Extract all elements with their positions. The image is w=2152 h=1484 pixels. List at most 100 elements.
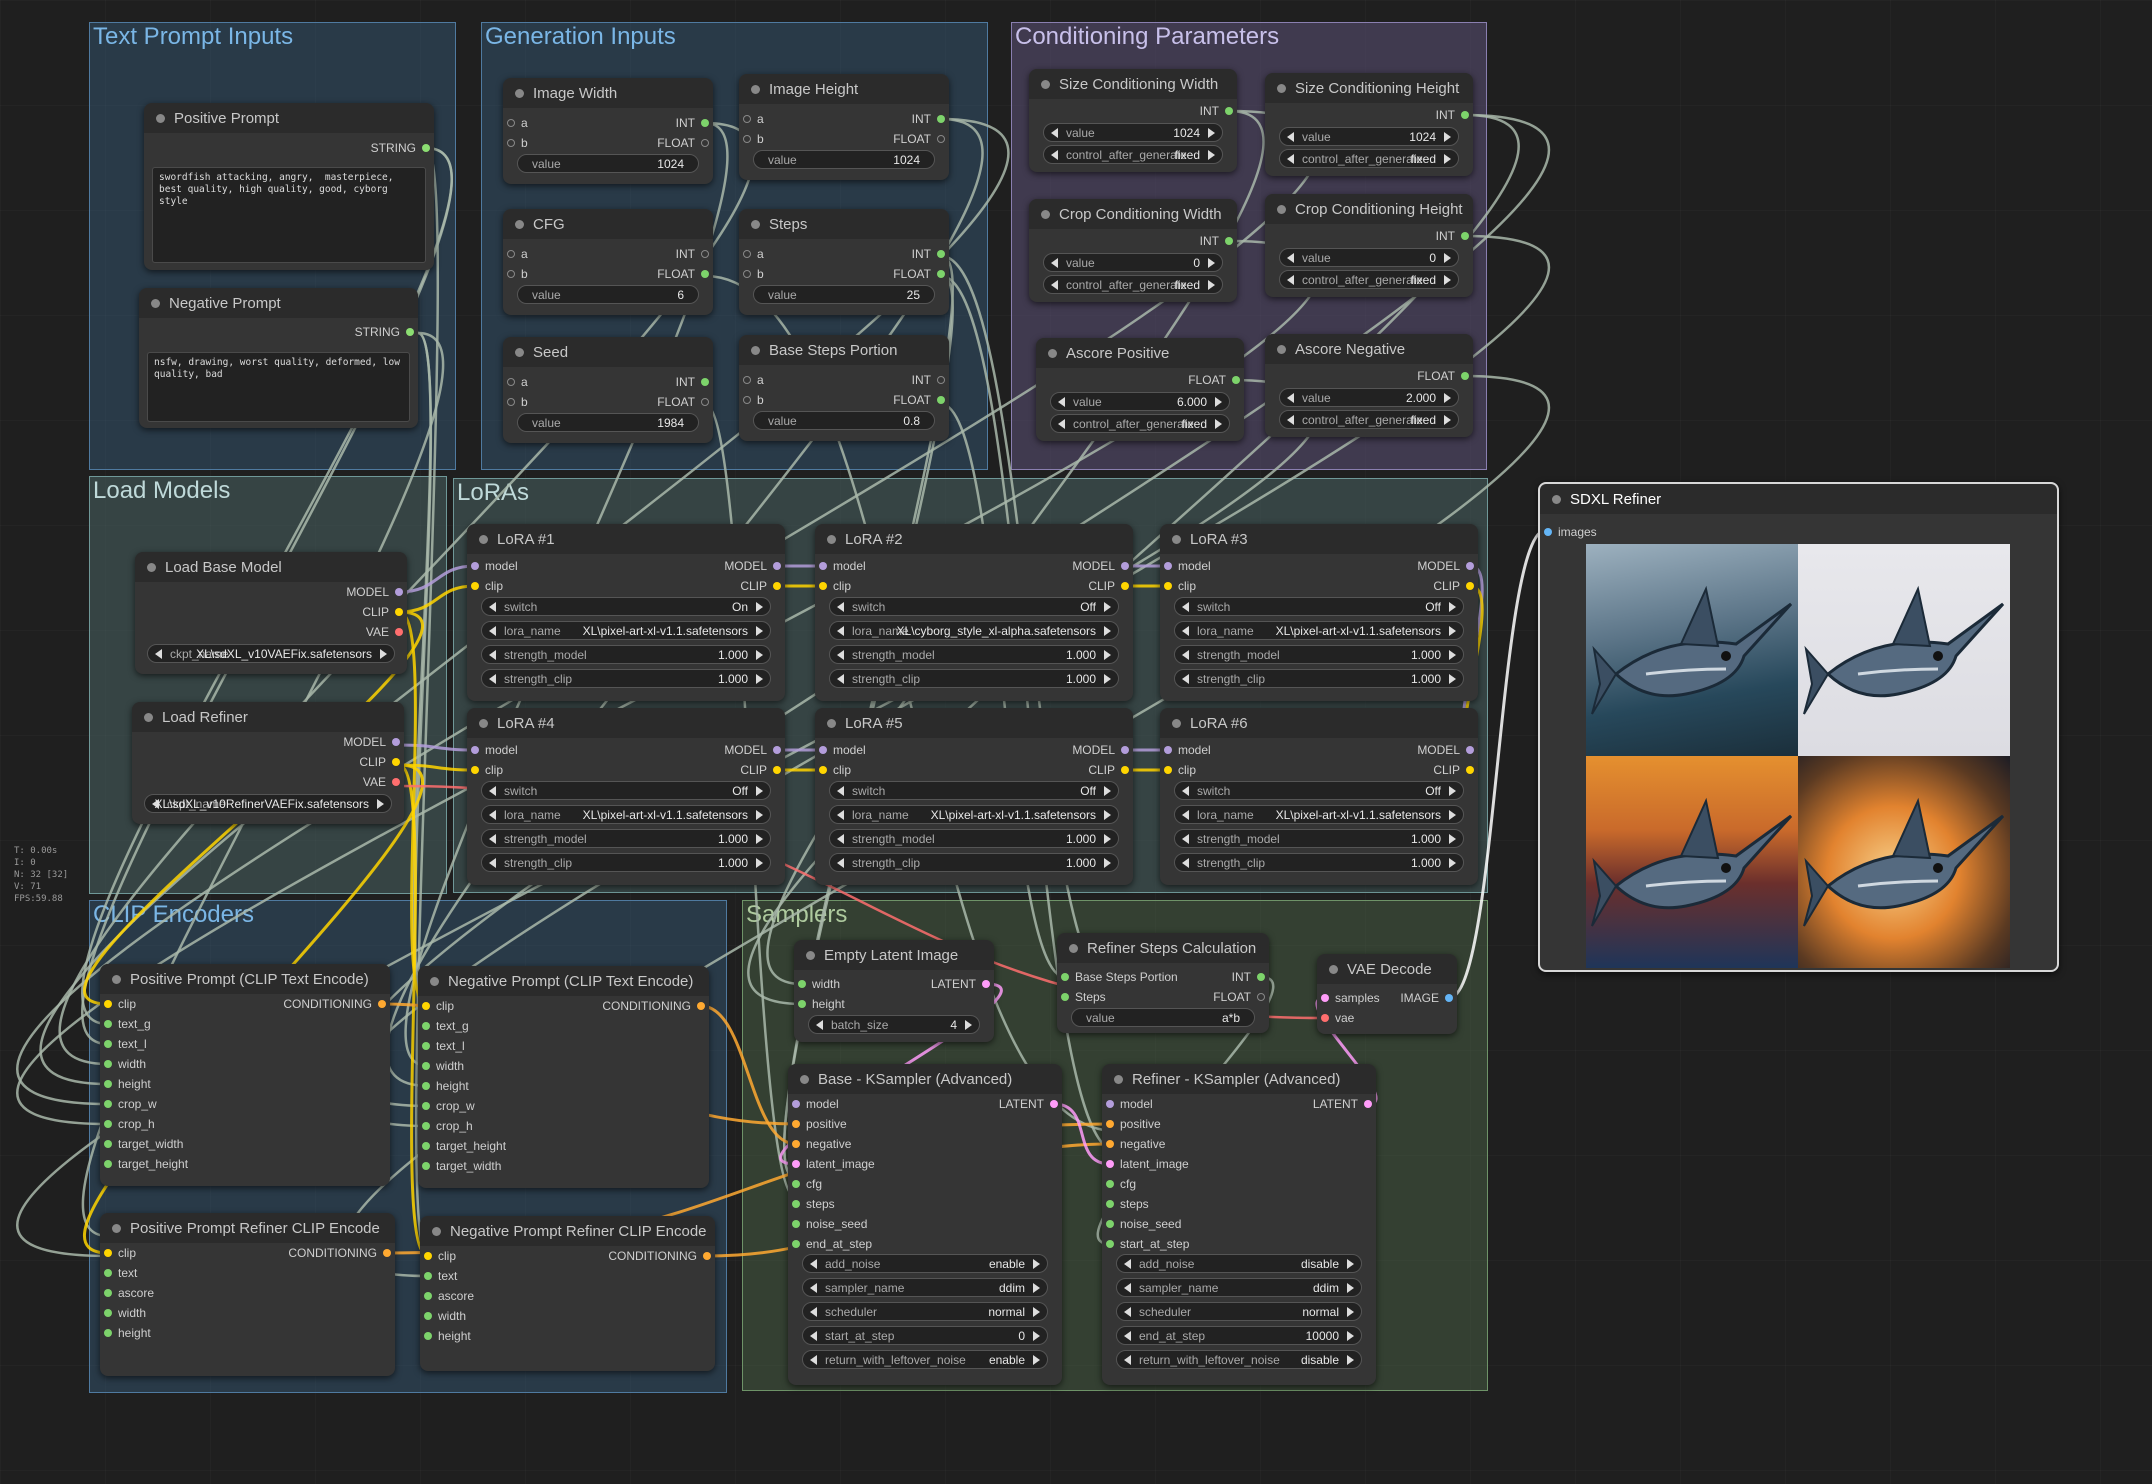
height-input-pin[interactable]: [798, 1000, 806, 1008]
decrement-arrow-icon[interactable]: [837, 602, 844, 612]
increment-arrow-icon[interactable]: [756, 834, 763, 844]
clip-input-pin[interactable]: [104, 1000, 112, 1008]
cfg-input-pin[interactable]: [1106, 1180, 1114, 1188]
decrement-arrow-icon[interactable]: [1182, 626, 1189, 636]
input-a-pin[interactable]: [507, 119, 515, 127]
crop_h-input-pin[interactable]: [104, 1120, 112, 1128]
float-output-pin[interactable]: [937, 396, 945, 404]
decrement-arrow-icon[interactable]: [1287, 253, 1294, 263]
clip-input-pin[interactable]: [819, 582, 827, 590]
node-title-bar[interactable]: LoRA #3: [1160, 524, 1478, 554]
clip-input-pin[interactable]: [1164, 766, 1172, 774]
start_at_step-input-pin[interactable]: [1106, 1240, 1114, 1248]
decrement-arrow-icon[interactable]: [1124, 1283, 1131, 1293]
float-output-pin[interactable]: [701, 398, 709, 406]
model-output-pin[interactable]: [773, 746, 781, 754]
input-a-pin[interactable]: [507, 250, 515, 258]
clip-input-pin[interactable]: [422, 1002, 430, 1010]
increment-arrow-icon[interactable]: [1347, 1307, 1354, 1317]
int-output-pin[interactable]: [937, 250, 945, 258]
clip-output-pin[interactable]: [1466, 582, 1474, 590]
collapse-dot[interactable]: [515, 348, 524, 357]
model-output-pin[interactable]: [1466, 562, 1474, 570]
increment-arrow-icon[interactable]: [1449, 650, 1456, 660]
model-input-pin[interactable]: [792, 1100, 800, 1108]
negative-input-pin[interactable]: [1106, 1140, 1114, 1148]
height-input-pin[interactable]: [104, 1080, 112, 1088]
node-title-bar[interactable]: Image Height: [739, 74, 949, 104]
end_at_step-input-pin[interactable]: [792, 1240, 800, 1248]
node-title-bar[interactable]: Size Conditioning Height: [1265, 73, 1473, 103]
decrement-arrow-icon[interactable]: [1287, 154, 1294, 164]
node-title-bar[interactable]: Positive Prompt (CLIP Text Encode): [100, 964, 390, 994]
node-title-bar[interactable]: LoRA #1: [467, 524, 785, 554]
collapse-dot[interactable]: [515, 89, 524, 98]
collapse-dot[interactable]: [1277, 345, 1286, 354]
latent_image-input-pin[interactable]: [792, 1160, 800, 1168]
increment-arrow-icon[interactable]: [1449, 602, 1456, 612]
increment-arrow-icon[interactable]: [1104, 626, 1111, 636]
positive-input-pin[interactable]: [792, 1120, 800, 1128]
input-b-pin[interactable]: [743, 135, 751, 143]
node-title-bar[interactable]: SDXL Refiner: [1540, 484, 2057, 514]
model-input-pin[interactable]: [471, 562, 479, 570]
collapse-dot[interactable]: [827, 535, 836, 544]
collapse-dot[interactable]: [806, 951, 815, 960]
node-title-bar[interactable]: Image Width: [503, 78, 713, 108]
conditioning-output-pin[interactable]: [697, 1002, 705, 1010]
model-input-pin[interactable]: [819, 746, 827, 754]
increment-arrow-icon[interactable]: [1215, 397, 1222, 407]
increment-arrow-icon[interactable]: [1449, 834, 1456, 844]
increment-arrow-icon[interactable]: [1347, 1355, 1354, 1365]
node-title-bar[interactable]: Base Steps Portion: [739, 335, 949, 365]
collapse-dot[interactable]: [1277, 205, 1286, 214]
target_width-input-pin[interactable]: [422, 1162, 430, 1170]
negative-prompt-textarea[interactable]: nsfw, drawing, worst quality, deformed, …: [147, 352, 410, 422]
model-output-pin[interactable]: [773, 562, 781, 570]
node-title-bar[interactable]: LoRA #2: [815, 524, 1133, 554]
input-b-pin[interactable]: [507, 139, 515, 147]
decrement-arrow-icon[interactable]: [837, 626, 844, 636]
increment-arrow-icon[interactable]: [1208, 128, 1215, 138]
clip-input-pin[interactable]: [471, 582, 479, 590]
text_g-input-pin[interactable]: [104, 1020, 112, 1028]
int-output-pin[interactable]: [1257, 973, 1265, 981]
collapse-dot[interactable]: [1048, 349, 1057, 358]
decrement-arrow-icon[interactable]: [155, 649, 162, 659]
clip-input-pin[interactable]: [819, 766, 827, 774]
height-input-pin[interactable]: [422, 1082, 430, 1090]
samples-input-pin[interactable]: [1321, 994, 1329, 1002]
node-title-bar[interactable]: CFG: [503, 209, 713, 239]
generated-image-2[interactable]: [1798, 544, 2010, 756]
input-a-pin[interactable]: [507, 378, 515, 386]
